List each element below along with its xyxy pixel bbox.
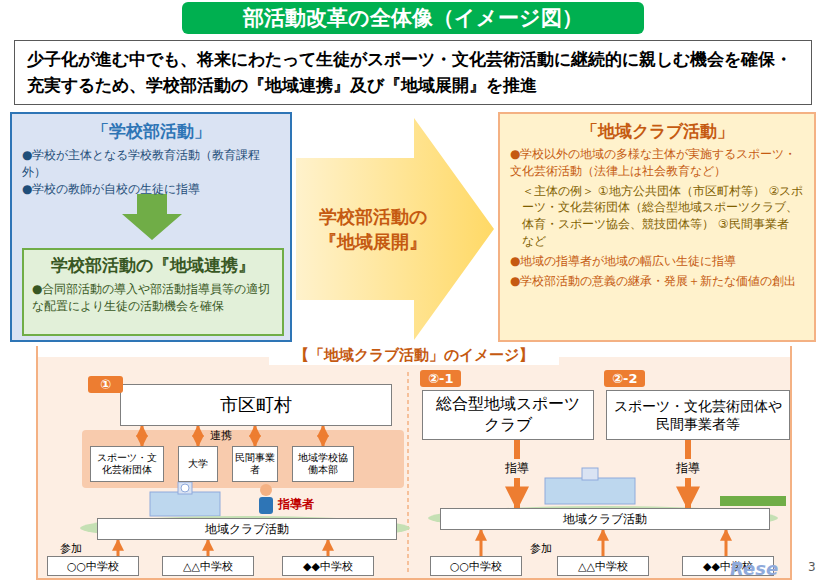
community-club-box: 「地域クラブ活動」 ●学校以外の地域の多様な主体が実施するスポーツ・文化芸術活動（… (498, 112, 816, 342)
school-building (545, 468, 635, 504)
partner-box: 大学 (178, 446, 218, 482)
connector (725, 530, 728, 556)
node-text: ◆◆中学校 (303, 559, 353, 574)
node-text: 少子化が進む中でも、将来にわたって生徒がスポーツ・文化芸術活動に継続的に親しむ機… (27, 47, 799, 98)
connector (141, 426, 144, 446)
school-building (150, 482, 220, 516)
connector (327, 540, 330, 556)
connector (602, 530, 605, 556)
school-box: ○○中学校 (430, 556, 522, 576)
node-text: 学校部活動の『地域展開』 (310, 204, 436, 254)
node-text: △△中学校 (578, 559, 628, 574)
partner-box: 地域学校協働本部 (292, 446, 354, 482)
summary-box: 少子化が進む中でも、将来にわたって生徒がスポーツ・文化芸術活動に継続的に親しむ機… (14, 40, 812, 105)
node-text: ●学校が主体となる学校教育活動（教育課程外） (22, 147, 280, 181)
organization-box: スポーツ・文化芸術団体や民間事業者等 (606, 390, 790, 440)
node-text: ●学校部活動の意義の継承・発展＋新たな価値の創出 (510, 273, 804, 290)
field (80, 516, 410, 540)
panel-ground (37, 357, 791, 579)
edge-label: 指導 (673, 459, 703, 478)
flow-label: 参加 (530, 541, 552, 556)
node-text: ○○中学校 (450, 559, 502, 574)
page-number: 3 (808, 560, 816, 574)
school-club-box: 「学校部活動」 ●学校が主体となる学校教育活動（教育課程外）●学校の教師が自校の生… (10, 112, 292, 342)
school-box: △△中学校 (557, 556, 649, 576)
title-bar: 部活動改革の全体像（イメージ図） (182, 2, 644, 34)
node-text: 地域クラブ活動 (563, 511, 647, 528)
arrow-shape (296, 118, 494, 340)
relation-label: 連携 (210, 428, 232, 443)
sports-club-box: 総合型地域スポーツクラブ (422, 390, 594, 440)
heading: 「学校部活動」 (22, 120, 280, 143)
divider (407, 372, 409, 575)
school-box: ◆◆中学校 (282, 556, 374, 576)
node-text: スポーツ・文化芸術団体や民間事業者等 (613, 397, 783, 433)
heading: 学校部活動の『地域連携』 (32, 254, 274, 277)
node-text: 【「地域クラブ活動」のイメージ】 (269, 346, 559, 365)
callout-number: ②-2 (604, 370, 645, 387)
club-activity-box: 地域クラブ活動 (440, 508, 770, 530)
role-label: 指導者 (278, 496, 314, 513)
connector (480, 530, 483, 556)
school-box: △△中学校 (162, 556, 254, 576)
flow-label: 参加 (60, 541, 82, 556)
sports-field (720, 496, 786, 506)
edge-label: 指導 (502, 459, 532, 478)
club-activity-box: 地域クラブ活動 (97, 518, 397, 540)
person-icon (259, 484, 273, 514)
school-box: ○○中学校 (47, 556, 139, 576)
heading: 「地域クラブ活動」 (510, 120, 804, 143)
callout-number: ②-1 (420, 370, 461, 387)
node-text: 地域学校協働本部 (295, 452, 351, 476)
down-arrow (122, 194, 182, 240)
node-text: ●学校以外の地域の多様な主体が実施するスポーツ・文化芸術活動（法律上は社会教育な… (510, 146, 804, 180)
connector (322, 426, 325, 446)
node-text: 総合型地域スポーツクラブ (429, 394, 587, 436)
callout-number: ① (88, 376, 123, 393)
node-text: △△中学校 (183, 559, 233, 574)
connector (117, 540, 120, 556)
field (428, 506, 778, 530)
cooperation-box: 学校部活動の『地域連携』 ●合同部活動の導入や部活動指導員等の適切な配置により生徒… (22, 248, 284, 336)
partner-box: 民間事業者 (232, 446, 278, 482)
node-text: 民間事業者 (235, 452, 275, 476)
node-text: ●地域の指導者が地域の幅広い生徒に指導 (510, 253, 804, 270)
node-text: ●合同部活動の導入や部活動指導員等の適切な配置により生徒の活動機会を確保 (32, 281, 274, 315)
connector (197, 426, 200, 446)
node-text: 市区町村 (220, 393, 292, 417)
partner-area (82, 430, 404, 488)
transition-arrow: 学校部活動の『地域展開』 (296, 118, 494, 340)
node-text: 地域クラブ活動 (205, 521, 289, 538)
node-text: ＜主体の例＞ ①地方公共団体（市区町村等） ②スポーツ・文化芸術団体（総合型地域… (510, 183, 804, 250)
node-text: ●学校の教師が自校の生徒に指導 (22, 181, 280, 198)
connector (254, 426, 257, 446)
partner-box: スポーツ・文化芸術団体 (90, 446, 164, 482)
node-text: 大学 (188, 458, 208, 470)
watermark: Rese (730, 558, 778, 579)
municipality-box: 市区町村 (120, 384, 392, 426)
connector (207, 540, 210, 556)
node-text: ○○中学校 (67, 559, 119, 574)
node-text: スポーツ・文化芸術団体 (93, 452, 161, 476)
